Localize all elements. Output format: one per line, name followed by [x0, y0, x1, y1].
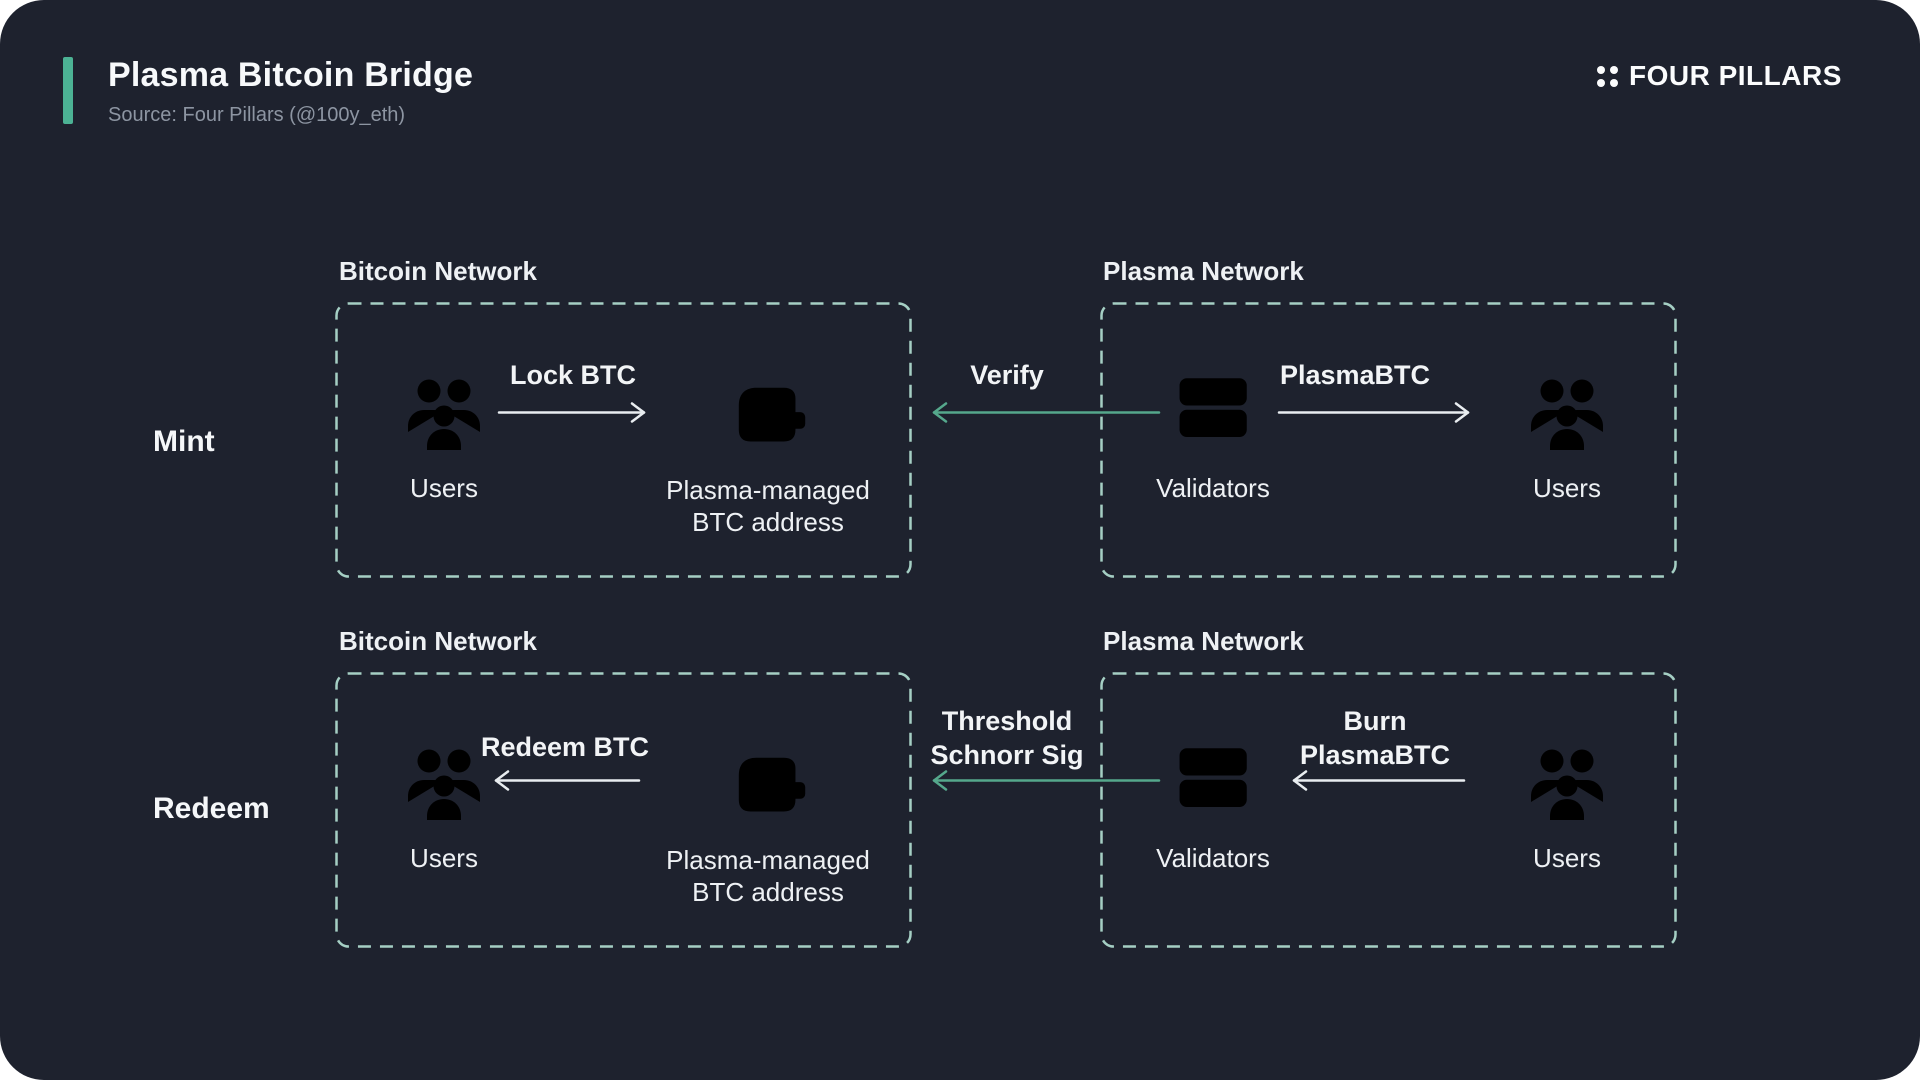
users-icon [408, 749, 480, 820]
users-node: Users [1525, 374, 1609, 504]
row-label-mint: Mint [153, 425, 215, 458]
bitcoin-network-title-mint: Bitcoin Network [339, 256, 537, 286]
wallet-node: Plasma-managed BTC address [666, 746, 870, 908]
server-icon [1179, 378, 1247, 452]
wallet-icon [738, 387, 806, 442]
burn-plasmabtc-label: Burn PlasmaBTC [1299, 706, 1451, 770]
bitcoin-network-box-mint [335, 302, 912, 578]
bitcoin-network-title-redeem: Bitcoin Network [339, 626, 537, 656]
users-caption: Users [1533, 843, 1601, 873]
header-accent-bar [63, 57, 73, 124]
row-label-redeem: Redeem [153, 792, 270, 825]
brand-logo: FOUR PILLARS [1597, 60, 1842, 92]
plasmabtc-label: PlasmaBTC [1279, 360, 1431, 390]
threshold-schnorr-label: Threshold Schnorr Sig [930, 706, 1084, 770]
validators-node: Validators [1156, 744, 1270, 874]
users-node: Users [402, 374, 486, 504]
verify-label: Verify [970, 360, 1044, 390]
users-node: Users [402, 744, 486, 874]
plasmabtc-arrow [1277, 402, 1470, 423]
users-icon [408, 379, 480, 450]
brand-name: FOUR PILLARS [1629, 60, 1842, 91]
wallet-caption: Plasma-managed BTC address [666, 845, 870, 907]
verify-arrow [932, 402, 1161, 423]
wallet-icon [738, 757, 806, 812]
users-caption: Users [1533, 473, 1601, 503]
server-icon [1179, 748, 1247, 822]
users-icon [1531, 379, 1603, 450]
validators-node: Validators [1156, 374, 1270, 504]
plasma-network-box-redeem [1100, 672, 1677, 948]
validators-caption: Validators [1156, 473, 1270, 503]
wallet-caption: Plasma-managed BTC address [666, 475, 870, 537]
plasma-network-title-mint: Plasma Network [1103, 256, 1304, 286]
page-title: Plasma Bitcoin Bridge [108, 56, 474, 94]
wallet-node: Plasma-managed BTC address [666, 376, 870, 538]
lock-btc-arrow [497, 402, 646, 423]
lock-btc-label: Lock BTC [509, 360, 637, 390]
redeem-btc-arrow [494, 770, 641, 791]
burn-plasmabtc-arrow [1292, 770, 1466, 791]
users-caption: Users [410, 473, 478, 503]
source-caption: Source: Four Pillars (@100y_eth) [108, 104, 406, 126]
bitcoin-network-box-redeem [335, 672, 912, 948]
plasma-network-title-redeem: Plasma Network [1103, 626, 1304, 656]
plasma-network-box-mint [1100, 302, 1677, 578]
four-dots-icon [1597, 65, 1618, 87]
validators-caption: Validators [1156, 843, 1270, 873]
users-icon [1531, 749, 1603, 820]
users-node: Users [1525, 744, 1609, 874]
threshold-schnorr-arrow [932, 770, 1161, 791]
users-caption: Users [410, 843, 478, 873]
redeem-btc-label: Redeem BTC [480, 732, 650, 762]
